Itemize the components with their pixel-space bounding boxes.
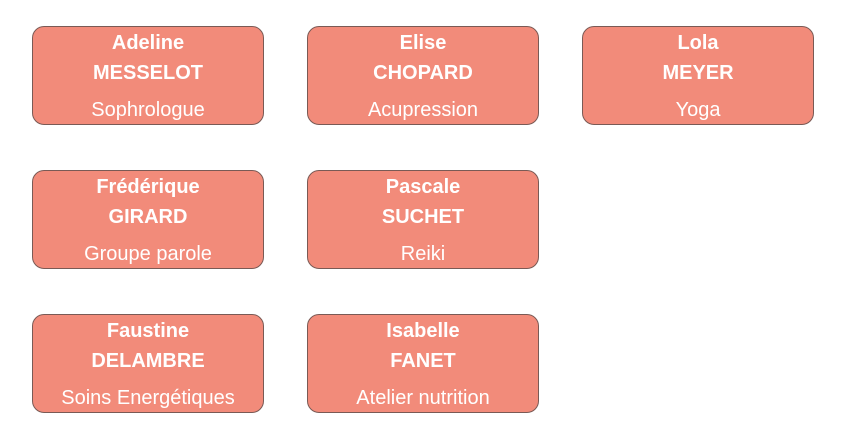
person-card-adeline-messelot: Adeline MESSELOT Sophrologue: [32, 26, 264, 125]
person-last-name: DELAMBRE: [91, 350, 205, 372]
person-card-faustine-delambre: Faustine DELAMBRE Soins Energétiques: [32, 314, 264, 413]
person-card-lola-meyer: Lola MEYER Yoga: [582, 26, 814, 125]
person-card-elise-chopard: Elise CHOPARD Acupression: [307, 26, 539, 125]
person-first-name: Isabelle: [386, 320, 460, 342]
person-card-pascale-suchet: Pascale SUCHET Reiki: [307, 170, 539, 269]
person-role: Atelier nutrition: [356, 387, 490, 409]
person-first-name: Faustine: [106, 320, 190, 342]
person-first-name: Adeline: [111, 32, 185, 54]
person-last-name: CHOPARD: [373, 62, 473, 84]
person-last-name: MESSELOT: [92, 62, 203, 84]
person-first-name: Frédérique: [96, 176, 200, 198]
person-first-name: Lola: [677, 32, 719, 54]
person-role: Soins Energétiques: [61, 387, 235, 409]
person-last-name: MEYER: [662, 62, 734, 84]
person-role: Groupe parole: [84, 243, 212, 265]
person-last-name: SUCHET: [381, 206, 465, 228]
person-first-name: Pascale: [385, 176, 461, 198]
person-role: Acupression: [367, 99, 479, 121]
person-card-isabelle-fanet: Isabelle FANET Atelier nutrition: [307, 314, 539, 413]
person-role: Reiki: [400, 243, 446, 265]
person-card-frederique-girard: Frédérique GIRARD Groupe parole: [32, 170, 264, 269]
person-role: Sophrologue: [91, 99, 205, 121]
person-last-name: GIRARD: [108, 206, 188, 228]
person-first-name: Elise: [399, 32, 447, 54]
person-last-name: FANET: [390, 350, 456, 372]
person-role: Yoga: [675, 99, 721, 121]
